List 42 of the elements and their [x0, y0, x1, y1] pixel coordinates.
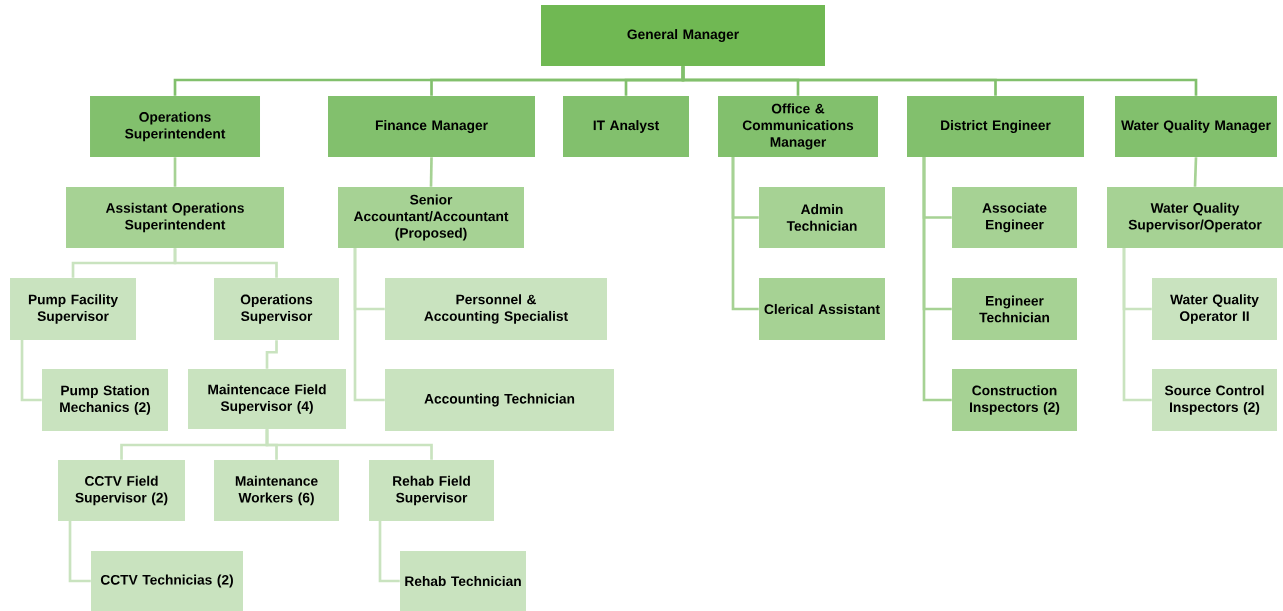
position-box: Rehab Technician	[400, 551, 526, 611]
connector-line	[922, 157, 952, 402]
connector-line	[731, 157, 759, 311]
position-box: Finance Manager	[328, 96, 535, 157]
connector-line	[681, 66, 1198, 96]
connector-line	[353, 248, 385, 402]
position-box: Water Quality Operator II	[1152, 278, 1277, 340]
connector-line	[265, 429, 433, 460]
position-box: Associate Engineer	[952, 187, 1077, 248]
position-box: Engineer Technician	[952, 278, 1077, 340]
position-box: Admin Technician	[759, 187, 885, 248]
position-box: Rehab Field Supervisor	[369, 460, 494, 521]
connector-line	[429, 157, 433, 187]
position-box: Water Quality Supervisor/Operator	[1107, 187, 1283, 248]
position-box: Construction Inspectors (2)	[952, 369, 1077, 431]
position-box: CCTV Technicias (2)	[91, 551, 243, 611]
connector-line	[20, 340, 42, 402]
position-box: Operations Superintendent	[90, 96, 260, 157]
connector-line	[1122, 248, 1152, 402]
position-box: Source Control Inspectors (2)	[1152, 369, 1277, 431]
position-box: Accounting Technician	[385, 369, 614, 431]
position-box: Pump Station Mechanics (2)	[42, 369, 168, 431]
position-box: Water Quality Manager	[1115, 96, 1277, 157]
position-box: CCTV Field Supervisor (2)	[58, 460, 185, 521]
position-box: IT Analyst	[563, 96, 689, 157]
connector-line	[378, 521, 400, 583]
position-box: General Manager	[541, 5, 825, 66]
position-box: Maintenance Workers (6)	[214, 460, 339, 521]
position-box: Senior Accountant/Accountant (Proposed)	[338, 187, 524, 248]
position-box: District Engineer	[907, 96, 1084, 157]
position-box: Clerical Assistant	[759, 278, 885, 340]
connector-line	[265, 340, 278, 369]
position-box: Maintencace Field Supervisor (4)	[188, 369, 346, 429]
position-box: Assistant Operations Superintendent	[66, 187, 284, 248]
position-box: Pump Facility Supervisor	[10, 278, 136, 340]
position-box: Personnel & Accounting Specialist	[385, 278, 607, 340]
connector-line	[173, 157, 177, 187]
position-box: Operations Supervisor	[214, 278, 339, 340]
position-box: Office & Communications Manager	[718, 96, 878, 157]
connector-line	[68, 521, 91, 583]
connector-line	[1193, 157, 1198, 187]
connector-line	[173, 248, 278, 278]
